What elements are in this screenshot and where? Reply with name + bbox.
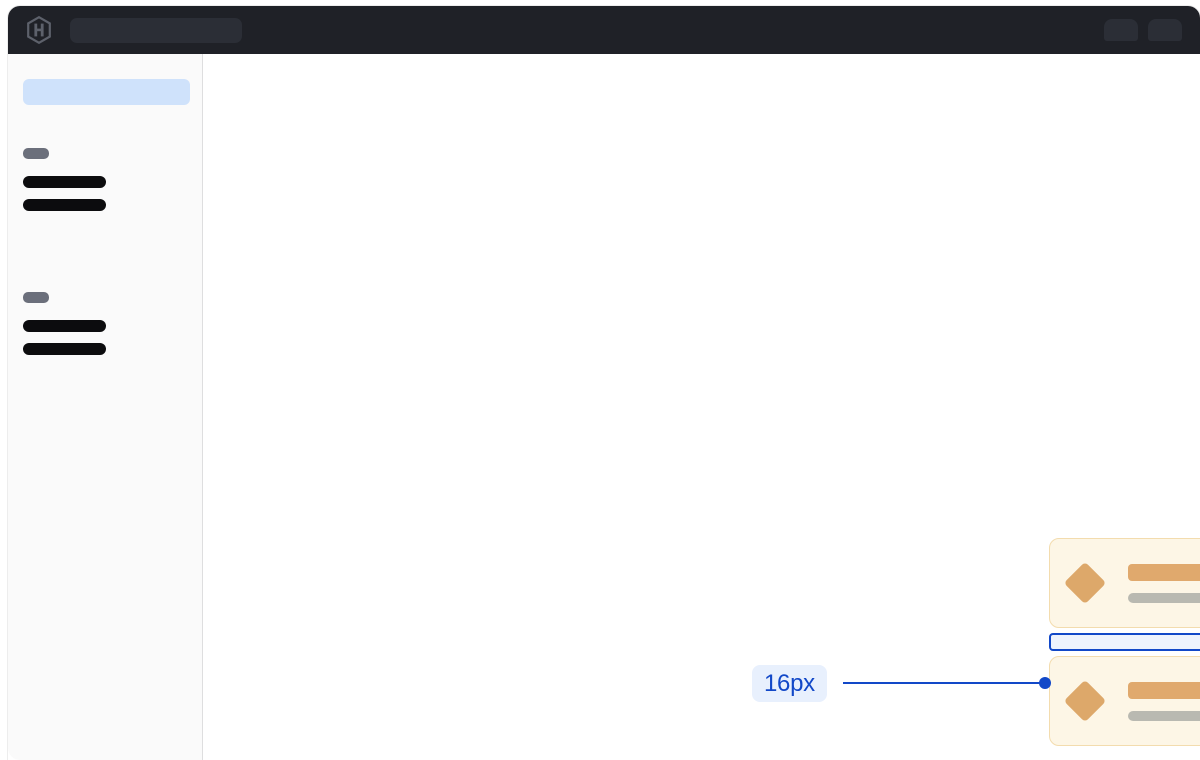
card-title: [1128, 563, 1200, 581]
diamond-icon: [1063, 679, 1107, 723]
account-chip[interactable]: [1104, 19, 1138, 41]
sidebar-group-2: [23, 292, 106, 366]
search-input[interactable]: [70, 17, 242, 43]
sidebar-group-label: [23, 292, 49, 303]
list-item[interactable]: [1049, 538, 1200, 628]
card-subtitle: [1128, 710, 1200, 721]
top-navigation-bar: [8, 6, 1200, 54]
hexagon-h-logo-icon[interactable]: [26, 16, 52, 44]
sidebar-group-label: [23, 148, 49, 159]
avatar-chip[interactable]: [1148, 19, 1182, 41]
sidebar: [8, 54, 218, 760]
spacing-value-badge: 16px: [752, 665, 827, 702]
topbar-actions: [1104, 19, 1182, 41]
sidebar-item[interactable]: [23, 343, 106, 355]
sidebar-item[interactable]: [23, 176, 106, 188]
sidebar-item-active[interactable]: [23, 79, 190, 105]
card-stack: [1049, 538, 1200, 746]
measurement-leader-line: [843, 682, 1043, 684]
diamond-icon: [1063, 561, 1107, 605]
main-canvas: 16px: [203, 54, 1200, 760]
list-item[interactable]: [1049, 656, 1200, 746]
spacing-highlight: [1049, 633, 1200, 651]
card-content: [1128, 681, 1200, 721]
sidebar-item[interactable]: [23, 199, 106, 211]
app-window: 16px: [8, 6, 1200, 760]
card-subtitle: [1128, 592, 1200, 603]
sidebar-item[interactable]: [23, 320, 106, 332]
card-title: [1128, 681, 1200, 699]
measurement-anchor-dot: [1039, 677, 1051, 689]
card-content: [1128, 563, 1200, 603]
sidebar-group-1: [23, 148, 106, 222]
